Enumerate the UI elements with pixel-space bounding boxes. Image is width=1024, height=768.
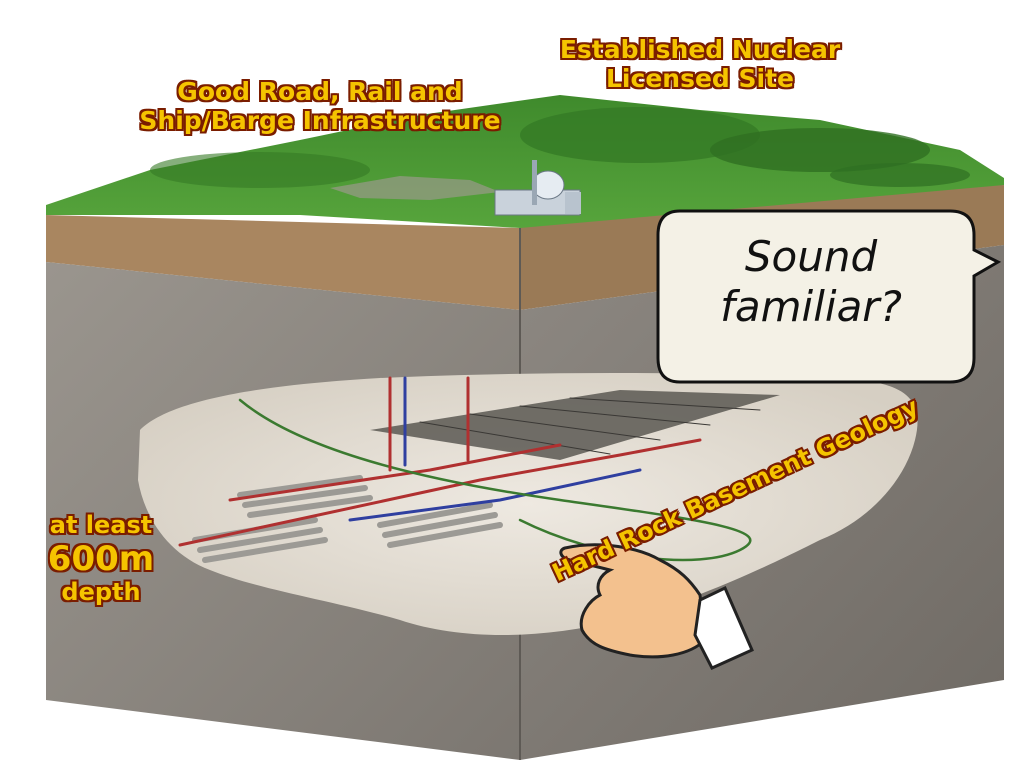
depth-label-line-3: depth — [61, 577, 141, 606]
pointing-hand-icon — [559, 543, 754, 670]
callout-line-2: familiar? — [720, 282, 902, 332]
repository-tunnels — [178, 376, 780, 563]
infrastructure-label-line-2: Ship/Barge Infrastructure — [139, 105, 501, 135]
depth-label-line-1: at least — [49, 511, 153, 539]
speech-bubble — [656, 209, 1002, 384]
nuclear-plant-icon — [494, 160, 581, 216]
infrastructure-label: Good Road, Rail and Ship/Barge Infrastru… — [120, 77, 520, 136]
callout-line-1: Sound — [744, 232, 878, 281]
licensed-site-label: Established Nuclear Licensed Site — [545, 35, 855, 94]
site-label-line-1: Established Nuclear — [559, 35, 841, 64]
depth-label: at least 600m depth — [36, 511, 166, 606]
callout-text: Sound familiar? — [658, 232, 964, 333]
depth-value: 600m — [47, 538, 155, 579]
site-label-line-2: Licensed Site — [606, 63, 794, 93]
infrastructure-label-line-1: Good Road, Rail and — [177, 77, 463, 106]
underground-cavern — [138, 373, 918, 635]
